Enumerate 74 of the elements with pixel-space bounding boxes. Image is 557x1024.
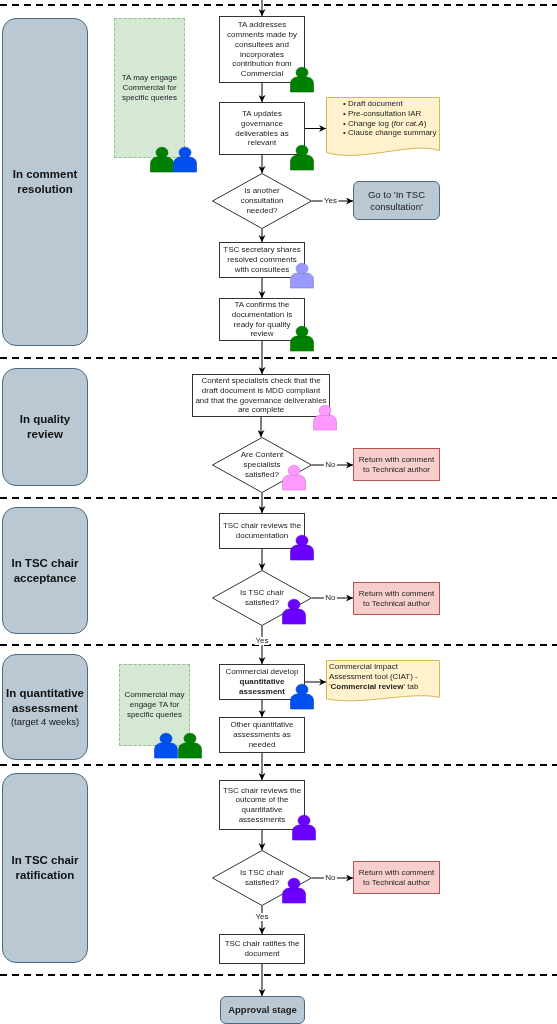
terminal-text: Approval stage bbox=[228, 1004, 297, 1016]
arrow bbox=[258, 905, 266, 935]
edge-label: Yes bbox=[254, 913, 270, 922]
list-item: Commercial Impact Assessment tool (CIAT) - 'Commercial review' tab bbox=[329, 662, 420, 692]
stage-title: In TSC chair acceptance bbox=[10, 555, 80, 586]
process-box bbox=[219, 717, 305, 753]
return-text: Return with comment to Technical author bbox=[357, 454, 436, 475]
arrow bbox=[304, 125, 327, 132]
document-shape bbox=[326, 660, 440, 704]
question-text: Is TSC chair satisfied? bbox=[239, 868, 285, 888]
process-box bbox=[219, 298, 305, 341]
arrow bbox=[258, 340, 266, 375]
return-text: Return with comment to Technical author bbox=[357, 588, 436, 609]
arrow bbox=[258, 625, 266, 665]
edge-label: Yes bbox=[322, 197, 338, 205]
list-item: • Pre-consultation IAR bbox=[343, 108, 423, 119]
terminal-box bbox=[220, 996, 305, 1024]
stage-title: In comment resolution bbox=[11, 167, 79, 197]
arrow bbox=[258, 829, 266, 851]
return-text: Return with comment to Technical author bbox=[357, 867, 436, 888]
stage-panel bbox=[2, 507, 88, 634]
arrow bbox=[258, 82, 266, 103]
stage-title: In quantitative assessment bbox=[5, 685, 85, 716]
decision-diamond bbox=[212, 173, 312, 229]
step-text: TA updates governance deliverables as relevant bbox=[234, 109, 290, 148]
arrow bbox=[257, 416, 265, 438]
return-box bbox=[353, 582, 440, 615]
note-box bbox=[114, 18, 185, 158]
process-box bbox=[219, 102, 305, 155]
process-box bbox=[219, 16, 305, 83]
question-text: Is TSC chair satisfied? bbox=[239, 588, 285, 608]
step-text: Other quantitative assessments as needed bbox=[229, 720, 295, 750]
stage-panel bbox=[2, 773, 88, 963]
step-text: Commercial develop quantitative assessment bbox=[224, 667, 300, 697]
terminal-box bbox=[353, 181, 440, 220]
list-item: • Draft document bbox=[343, 99, 404, 109]
arrow bbox=[258, 0, 266, 17]
arrow bbox=[258, 752, 266, 781]
edge-label: No bbox=[324, 594, 337, 602]
list-item: • Clause change summary bbox=[343, 128, 437, 138]
edge-label: Yes bbox=[254, 637, 270, 646]
stage-panel bbox=[2, 654, 88, 760]
return-box bbox=[353, 448, 440, 481]
step-text: TA addresses comments made by consultees and incorporates contribution from Commercial bbox=[226, 20, 298, 79]
step-text: TSC chair ratifies the document bbox=[223, 939, 301, 959]
question-text: Is another consultation needed? bbox=[239, 186, 285, 216]
arrow bbox=[258, 228, 266, 243]
question-text: Are Content specialists satisfied? bbox=[239, 450, 285, 480]
edge-label: No bbox=[324, 874, 337, 882]
edge-label: No bbox=[324, 461, 337, 469]
stage-panel bbox=[2, 18, 88, 346]
step-text: TSC chair reviews the documentation bbox=[222, 521, 302, 541]
arrow bbox=[258, 492, 266, 514]
step-text: TSC secretary shares resolved comments with consultees bbox=[222, 245, 302, 275]
arrow bbox=[258, 963, 266, 997]
return-box bbox=[353, 861, 440, 894]
arrow bbox=[304, 678, 327, 686]
arrow bbox=[258, 154, 266, 174]
process-box bbox=[219, 513, 305, 549]
arrow bbox=[258, 277, 266, 299]
note-box bbox=[119, 664, 190, 746]
stage-title: In quality review bbox=[18, 412, 72, 442]
note-text: TA may engage Commercial for specific queries bbox=[120, 73, 179, 103]
stage-note: (target 4 weeks) bbox=[10, 715, 80, 729]
list-item: • Change log (for cat.A) bbox=[343, 118, 428, 129]
arrow bbox=[258, 699, 266, 718]
step-text: TSC chair reviews the outcome of the quantitative assessments bbox=[222, 785, 302, 825]
terminal-text: Go to 'In TSC consultation' bbox=[366, 188, 427, 213]
step-text: TA confirms the documentation is ready for quality review bbox=[230, 300, 294, 339]
step-text: Content specialists check that the draft document is MDD compliant and that the governance deliverables are complete bbox=[195, 376, 327, 415]
stage-panel bbox=[2, 368, 88, 486]
stage-title: In TSC chair ratification bbox=[10, 853, 80, 883]
note-text: Commercial may engage TA for specific queries bbox=[123, 690, 186, 720]
arrow bbox=[258, 548, 266, 571]
